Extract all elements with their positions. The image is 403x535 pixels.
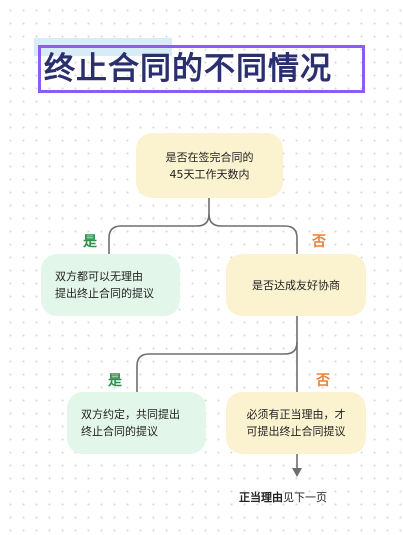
node-reason-needed: 必须有正当理由，才 可提出终止合同提议 (226, 392, 366, 454)
connector-q2-left (136, 316, 298, 392)
node-root-question: 是否在签完合同的 45天工作天数内 (136, 133, 283, 198)
footer-bold-term: 正当理由 (239, 491, 283, 504)
arrowhead-icon (292, 468, 302, 477)
node-agree-question: 是否达成友好协商 (226, 254, 366, 316)
node-mutual-right: 双方都可以无理由 提出终止合同的提议 (41, 254, 180, 316)
label-yes-1: 是 (83, 234, 97, 250)
connector-root-right (208, 213, 298, 254)
label-no-1: 否 (312, 234, 326, 250)
page-title: 终止合同的不同情况 (44, 51, 332, 87)
label-yes-2: 是 (108, 373, 122, 389)
node-agreed-result: 双方约定，共同提出 终止合同的提议 (67, 392, 206, 454)
label-no-2: 否 (316, 373, 330, 389)
footer-rest: 见下一页 (283, 491, 327, 504)
footer-note: 正当理由见下一页 (239, 489, 327, 505)
title-frame (38, 45, 365, 93)
connector-root-split (108, 198, 210, 254)
